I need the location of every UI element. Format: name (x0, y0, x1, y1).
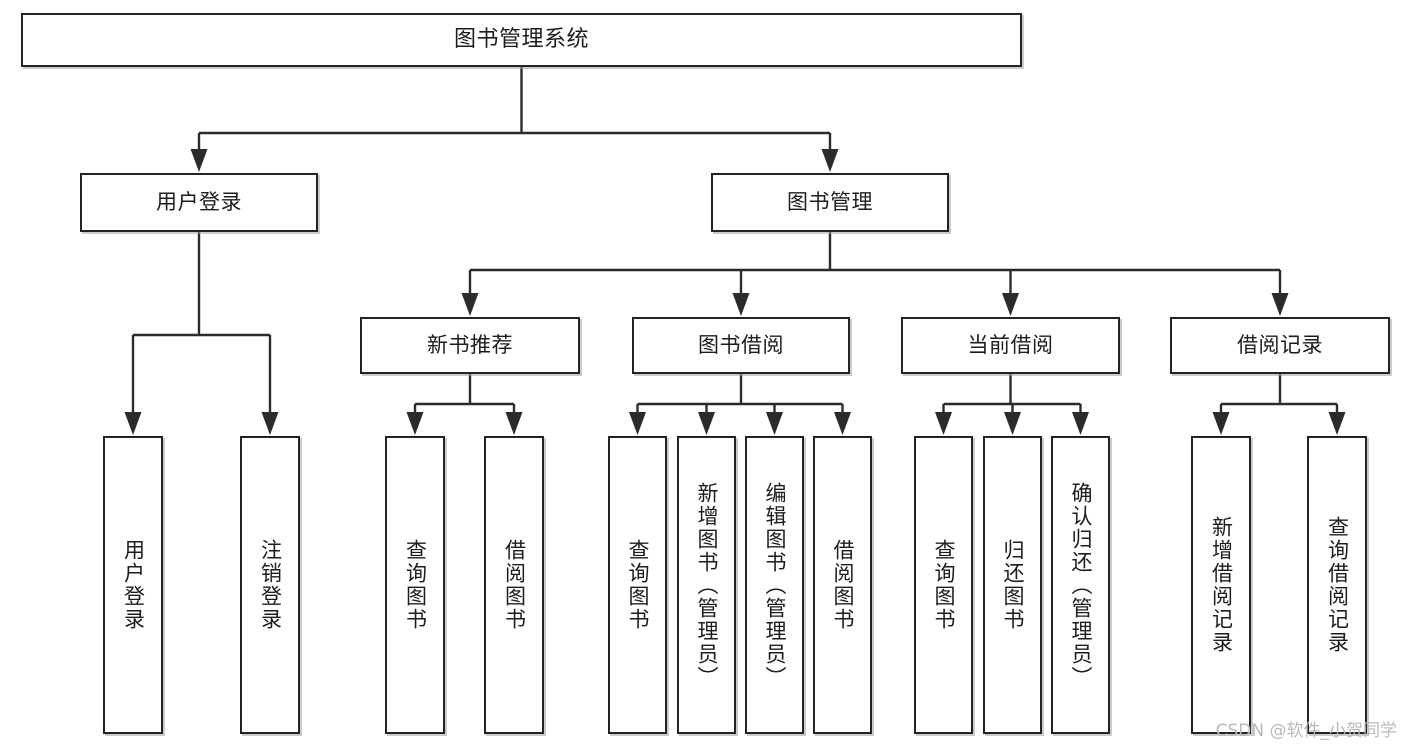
node-label: 用户登录 (121, 539, 146, 631)
arrow-head-icon (124, 412, 142, 435)
arrow-head-icon (261, 412, 279, 435)
node-label: 查询图书 (403, 539, 428, 631)
node-label: 借阅图书 (502, 539, 527, 631)
node-label: 编辑图书（管理员） (763, 481, 787, 689)
node-leaf-return-book[interactable]: 归还图书 (983, 436, 1042, 734)
arrow-head-icon (1212, 412, 1230, 435)
node-leaf-borrow-book-1[interactable]: 借阅图书 (484, 436, 544, 734)
node-leaf-logout-login[interactable]: 注销登录 (240, 436, 300, 734)
arrow-head-icon (1002, 293, 1019, 316)
node-label: 新增借阅记录 (1209, 516, 1234, 654)
node-label: 当前借阅 (967, 332, 1054, 357)
node-leaf-query-book-3[interactable]: 查询图书 (914, 436, 973, 734)
node-label: 新书推荐 (427, 332, 513, 357)
node-label: 图书管理系统 (453, 26, 589, 52)
node-borrow-record[interactable]: 借阅记录 (1170, 317, 1390, 374)
node-book-manage[interactable]: 图书管理 (711, 173, 949, 232)
node-user-login[interactable]: 用户登录 (80, 173, 318, 232)
watermark-text: CSDN @软件_小贺同学 (1215, 721, 1397, 741)
node-leaf-add-book-admin[interactable]: 新增图书（管理员） (677, 436, 736, 734)
node-leaf-confirm-return-admin[interactable]: 确认归还（管理员） (1051, 436, 1110, 734)
node-label: 归还图书 (1001, 539, 1025, 631)
node-label: 新增图书（管理员） (695, 481, 719, 689)
node-leaf-edit-book-admin[interactable]: 编辑图书（管理员） (745, 436, 804, 734)
arrow-head-icon (461, 293, 479, 316)
arrow-head-icon (935, 412, 952, 435)
arrow-head-icon (505, 412, 523, 435)
node-leaf-borrow-book-2[interactable]: 借阅图书 (813, 436, 872, 734)
arrow-head-icon (629, 412, 646, 435)
node-leaf-query-borrow-record[interactable]: 查询借阅记录 (1307, 436, 1367, 734)
node-label: 借阅图书 (831, 539, 855, 631)
node-leaf-query-book-1[interactable]: 查询图书 (385, 436, 445, 734)
arrow-head-icon (1004, 412, 1021, 435)
arrow-head-icon (821, 149, 839, 172)
node-root[interactable]: 图书管理系统 (21, 13, 1022, 67)
node-current-borrow[interactable]: 当前借阅 (901, 317, 1120, 374)
node-new-book-recommend[interactable]: 新书推荐 (360, 317, 580, 374)
arrow-head-icon (1328, 412, 1346, 435)
node-leaf-add-borrow-record[interactable]: 新增借阅记录 (1191, 436, 1251, 734)
arrow-head-icon (732, 293, 750, 316)
arrow-head-icon (190, 149, 208, 172)
node-label: 确认归还（管理员） (1069, 481, 1093, 689)
arrow-head-icon (766, 412, 783, 435)
node-book-borrow[interactable]: 图书借阅 (632, 317, 850, 374)
node-leaf-query-book-2[interactable]: 查询图书 (608, 436, 667, 734)
node-label: 查询图书 (626, 539, 650, 631)
node-label: 图书管理 (787, 189, 873, 214)
node-leaf-user-login[interactable]: 用户登录 (103, 436, 163, 734)
arrow-head-icon (834, 412, 851, 435)
node-label: 图书借阅 (698, 332, 784, 357)
node-label: 注销登录 (258, 539, 283, 631)
arrow-head-icon (698, 412, 715, 435)
node-label: 用户登录 (156, 189, 242, 214)
arrow-head-icon (1271, 293, 1289, 316)
node-label: 借阅记录 (1237, 332, 1323, 357)
arrow-head-icon (1072, 412, 1089, 435)
node-label: 查询图书 (932, 539, 956, 631)
arrow-head-icon (406, 412, 424, 435)
node-label: 查询借阅记录 (1325, 516, 1350, 654)
